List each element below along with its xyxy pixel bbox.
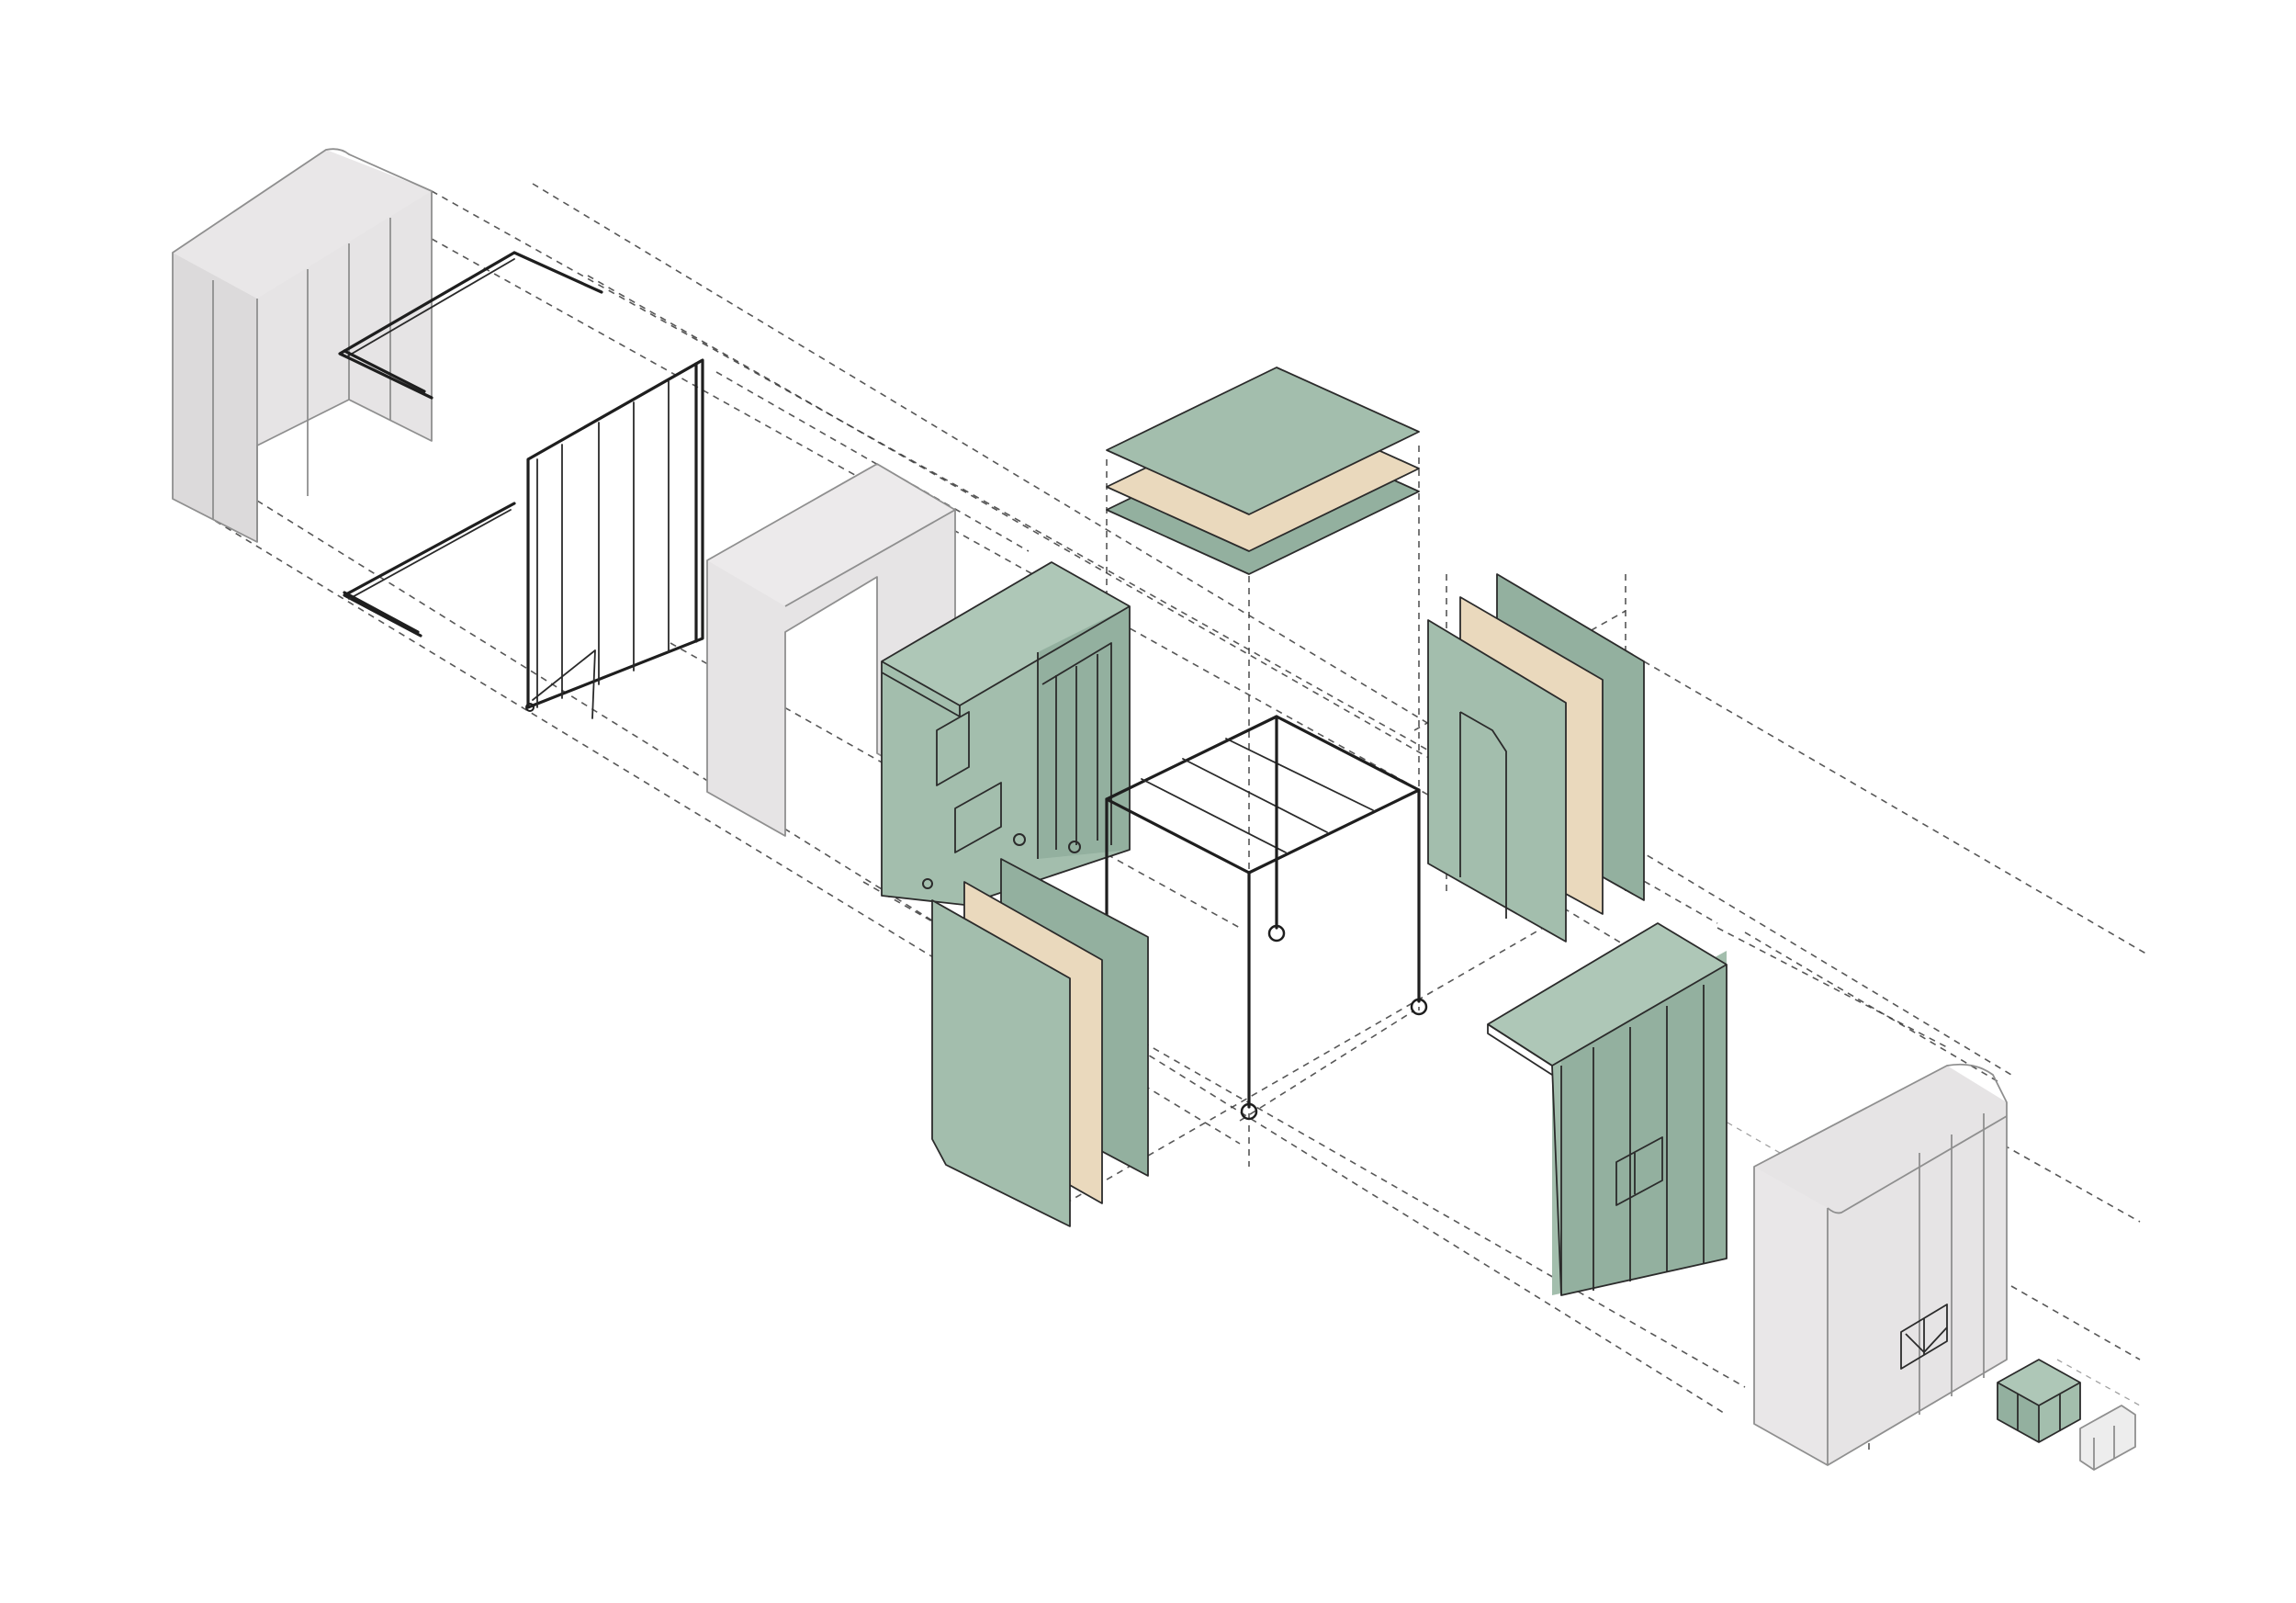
green-wardrobe-module — [1487, 922, 1728, 1296]
green-cabinet-module — [881, 561, 1131, 906]
outer-shell-right — [1753, 1063, 2008, 1466]
sliding-panel-frame — [525, 358, 704, 719]
small-green-box — [1997, 1359, 2081, 1443]
layered-wall-panel-left — [931, 858, 1149, 1227]
small-grey-box — [2079, 1405, 2136, 1471]
layered-roof-panels — [1106, 367, 1420, 575]
layered-wall-panel-right — [1427, 573, 1645, 943]
outer-shell-left — [172, 148, 433, 543]
steel-rail-frames — [338, 251, 603, 638]
steel-frame-with-wheels — [1105, 715, 1428, 1121]
